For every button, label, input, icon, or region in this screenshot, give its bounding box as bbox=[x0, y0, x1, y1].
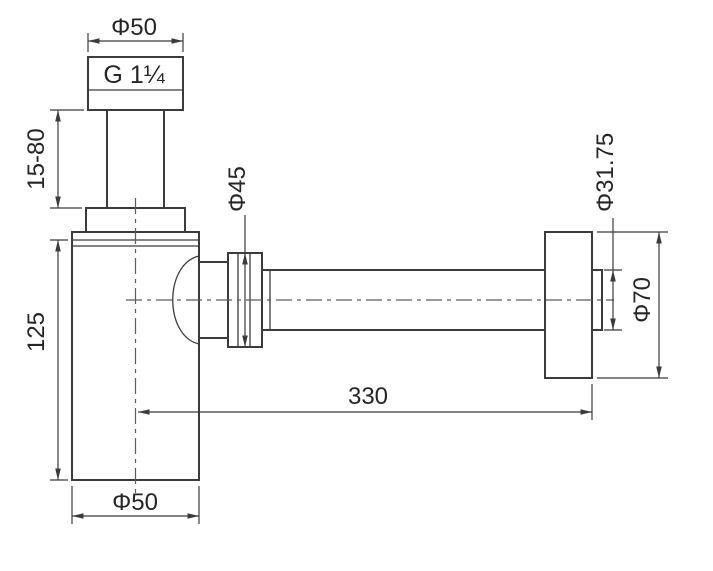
dim-inlet-height-range: 15-80 bbox=[23, 109, 84, 209]
outlet-length-label: 330 bbox=[348, 383, 388, 410]
dim-outlet-pipe-diameter: Φ31.75 bbox=[592, 133, 622, 331]
body-diameter-label: Φ50 bbox=[112, 489, 158, 516]
dim-outlet-length: 330 bbox=[138, 383, 593, 420]
dim-union-nut-diameter: Φ45 bbox=[224, 166, 251, 347]
thread-size-label: G 1¼ bbox=[103, 61, 165, 89]
internal-elbow-curve bbox=[172, 255, 200, 345]
wall-flange-diameter-label: Φ70 bbox=[629, 277, 656, 323]
top-flange-diameter-label: Φ50 bbox=[111, 14, 157, 41]
union-nut-diameter-label: Φ45 bbox=[224, 166, 251, 212]
outlet-pipe-diameter-label: Φ31.75 bbox=[592, 133, 619, 212]
dim-wall-flange-diameter: Φ70 bbox=[597, 231, 668, 379]
wall-flange bbox=[544, 231, 593, 379]
inlet-flange bbox=[87, 56, 184, 111]
dim-body-diameter: Φ50 bbox=[71, 486, 200, 524]
dim-top-flange-diameter: Φ50 bbox=[87, 14, 184, 52]
part-outline bbox=[71, 56, 603, 481]
inlet-height-range-label: 15-80 bbox=[23, 128, 50, 189]
dim-body-height: 125 bbox=[23, 239, 68, 481]
centerlines bbox=[126, 198, 614, 494]
body-height-label: 125 bbox=[23, 312, 50, 352]
